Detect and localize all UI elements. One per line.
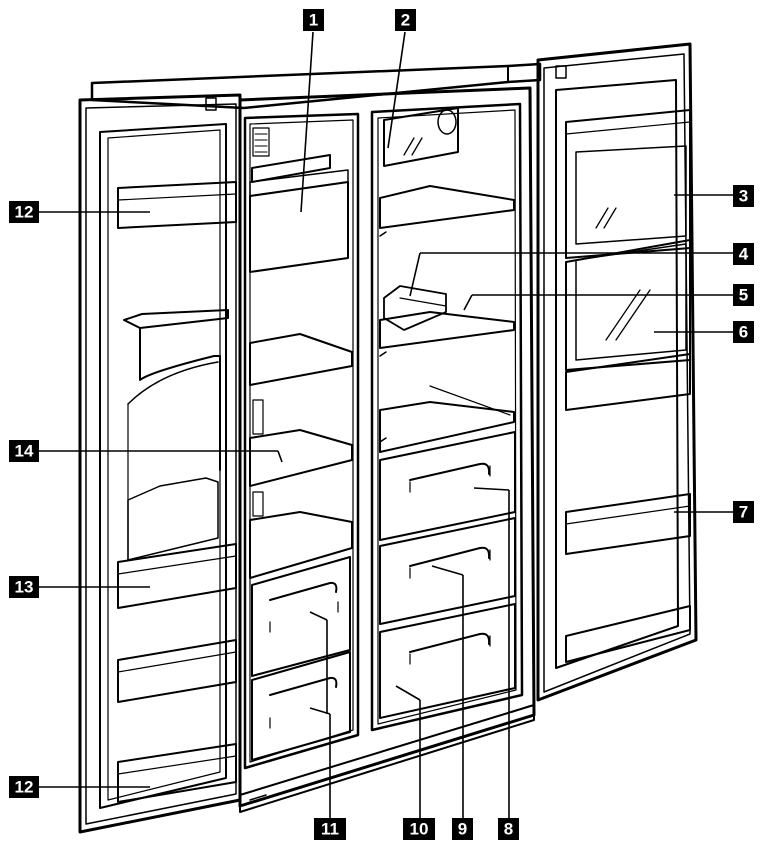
- callout-1: 1: [303, 9, 324, 31]
- callout-4: 4: [733, 243, 754, 265]
- leader-8b: [473, 487, 510, 491]
- callout-1-label: 1: [309, 11, 318, 30]
- freezer-drawer-upper: [251, 556, 351, 677]
- fridge-liner: [370, 102, 524, 732]
- callout-8: 8: [498, 818, 519, 840]
- callouts: 1 2 3 4 5 6 7 8: [9, 9, 754, 840]
- callout-14: 14: [9, 440, 39, 462]
- ice-maker-top: [251, 154, 331, 183]
- fridge-shelf-glass: [379, 311, 515, 349]
- fridge-compartment: [370, 102, 524, 732]
- cabinet: [90, 62, 542, 813]
- door-bin-top-left: [117, 181, 237, 229]
- freezer-door-outer: [78, 93, 242, 834]
- callout-11: 11: [314, 818, 346, 840]
- freezer-liner: [243, 112, 360, 770]
- crisper-drawer-top: [379, 431, 516, 541]
- leader-10b: [395, 685, 421, 701]
- freezer-shelf: [249, 429, 353, 487]
- leader-5b: [463, 294, 473, 311]
- callout-3: 3: [733, 185, 754, 207]
- callout-5: 5: [733, 284, 754, 306]
- freezer-drawer-lower: [251, 651, 351, 761]
- callout-12-bottom-label: 12: [15, 778, 34, 797]
- callout-5-label: 5: [739, 286, 748, 305]
- door-bin-bottom-left: [117, 743, 237, 803]
- leader-1: [300, 31, 314, 213]
- callout-9-label: 9: [458, 820, 467, 839]
- callout-7-label: 7: [739, 503, 748, 522]
- crisper-drawer-middle: [379, 517, 516, 625]
- callout-11-label: 11: [321, 820, 339, 839]
- leader-4b: [409, 252, 421, 297]
- cabinet-top: [90, 62, 542, 110]
- freezer-compartment: [243, 112, 360, 770]
- leader-lines: [38, 31, 733, 820]
- fridge-door-liner: [555, 79, 679, 669]
- door-bin-middle-left: [117, 543, 237, 609]
- callout-12-top: 12: [9, 201, 39, 223]
- leader-11c: [309, 611, 328, 621]
- callout-8-label: 8: [504, 820, 513, 839]
- crisper-drawer-bottom: [379, 603, 516, 719]
- callout-10: 10: [403, 818, 435, 840]
- callout-9: 9: [452, 818, 473, 840]
- callout-2-label: 2: [401, 11, 410, 30]
- door-bin-lower-right: [565, 493, 691, 555]
- callout-2: 2: [395, 9, 416, 31]
- leader-2: [387, 31, 406, 149]
- callout-7: 7: [733, 501, 754, 523]
- leader-14b: [277, 450, 283, 463]
- callout-12-top-label: 12: [15, 203, 34, 222]
- callout-13-label: 13: [15, 578, 34, 597]
- freezer-door-liner: [99, 123, 227, 809]
- callout-6-label: 6: [739, 323, 748, 342]
- callout-13: 13: [9, 576, 39, 598]
- ice-container: [249, 181, 349, 273]
- callout-3-label: 3: [739, 187, 748, 206]
- callout-14-label: 14: [15, 442, 34, 461]
- fridge-door: [536, 42, 698, 702]
- control-panel: [383, 107, 459, 167]
- callout-6: 6: [733, 321, 754, 343]
- callout-10-label: 10: [410, 820, 429, 839]
- egg-tray: [383, 285, 447, 331]
- freezer-door: [78, 93, 242, 834]
- callout-4-label: 4: [739, 245, 749, 264]
- door-bin-lower-left: [117, 639, 237, 703]
- leader-9b: [431, 565, 464, 576]
- fridge-door-outer: [536, 42, 698, 702]
- callout-12-bottom: 12: [9, 776, 39, 798]
